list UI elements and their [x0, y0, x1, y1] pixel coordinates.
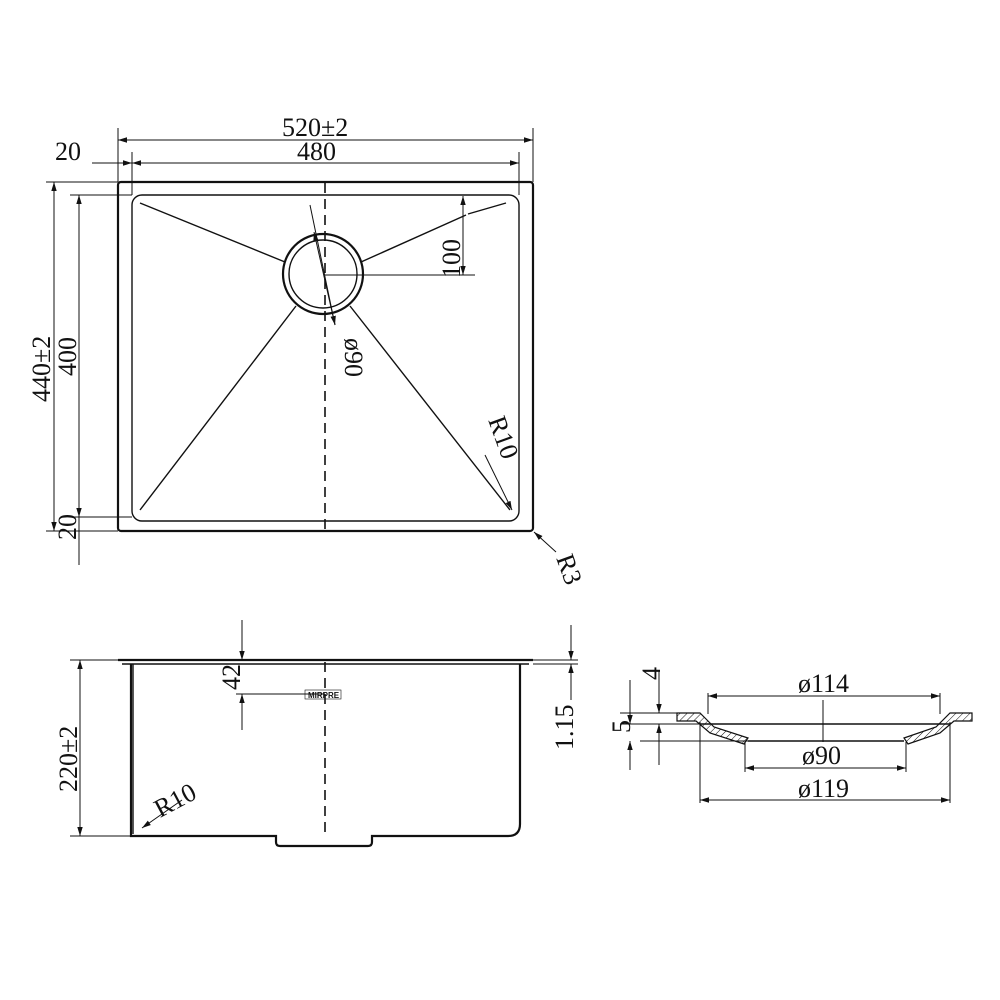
slope-line-top-left — [139, 202, 286, 263]
flange-depth-label: 42 — [217, 664, 246, 690]
d90-label: ø90 — [802, 741, 841, 770]
inner-radius-leader — [484, 454, 513, 511]
outer-radius-leader — [533, 531, 557, 553]
brand-logo-text: MIRPRE — [308, 691, 340, 700]
drain-inner-circle — [288, 239, 358, 309]
inner-width-label: 480 — [297, 137, 336, 166]
drain-diameter-label: ø90 — [339, 338, 368, 377]
side-view: MIRPRE 42 1.15 220±2 R10 — [54, 620, 579, 848]
drain-offset-label: 100 — [437, 239, 466, 278]
side-bowl-outline — [129, 664, 522, 848]
drain-diameter-arrow — [313, 231, 336, 326]
inner-radius-label: R10 — [482, 412, 524, 463]
sink-outer-outline — [116, 180, 535, 533]
inner-depth-label: 400 — [53, 337, 82, 376]
left-dimensions: 440±2 400 20 — [27, 181, 132, 565]
slope-line-right-tick — [467, 202, 507, 215]
d114-label: ø114 — [798, 669, 849, 698]
slope-line-bottom-left — [139, 305, 297, 511]
slope-line-top-right — [360, 214, 467, 263]
drain-outer-circle — [281, 232, 365, 316]
side-radius-leader — [141, 799, 183, 829]
overall-width-label: 520±2 — [282, 113, 348, 142]
dim4-label: 4 — [637, 667, 666, 680]
top-view: ø90 100 R10 R3 — [116, 180, 588, 589]
thickness-label: 1.15 — [550, 705, 579, 751]
top-dimensions: 520±2 480 20 — [55, 113, 534, 195]
dim5-label: 5 — [607, 720, 636, 733]
side-radius-label: R10 — [149, 777, 201, 823]
drain-section: ø114 ø90 ø119 4 5 — [607, 667, 973, 803]
rim-bottom-label: 20 — [53, 514, 82, 540]
outer-radius-label: R3 — [550, 550, 588, 588]
drain-section-left — [676, 712, 749, 745]
slope-line-bottom-right — [349, 305, 511, 511]
overall-depth-label: 440±2 — [27, 336, 56, 402]
height-label: 220±2 — [54, 726, 83, 792]
drain-section-right — [903, 712, 973, 745]
d119-label: ø119 — [798, 774, 849, 803]
rim-left-label: 20 — [55, 137, 81, 166]
